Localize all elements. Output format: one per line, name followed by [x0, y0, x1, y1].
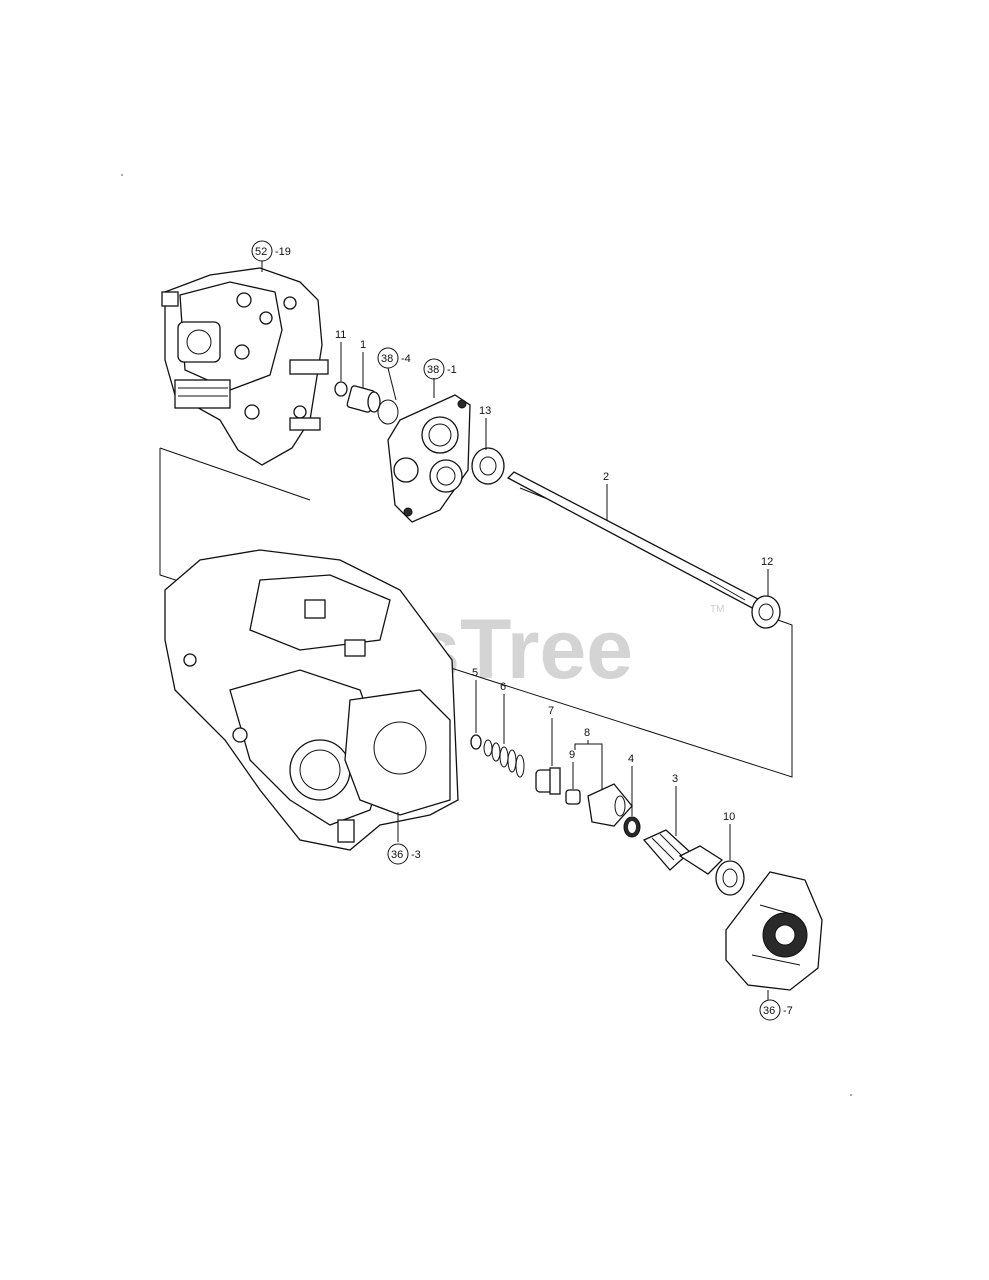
- part-11-shape: [334, 381, 348, 397]
- bearing-13: [471, 447, 505, 485]
- ring-4: [623, 816, 641, 838]
- callout-c52-suffix: -19: [275, 246, 291, 258]
- callout-c8-ref: 8: [584, 727, 590, 739]
- scan-speck: [850, 1094, 852, 1096]
- input-shaft: [506, 471, 761, 611]
- coupler-8: [587, 783, 633, 827]
- bracket-8: [574, 743, 603, 790]
- callout-c11-ref: 11: [335, 329, 346, 341]
- callout-c52-ref: 52: [255, 246, 267, 258]
- callout-c3-ref: 3: [672, 773, 678, 785]
- callout-c36a-ref: 36: [391, 849, 403, 861]
- bushing-9: [565, 789, 581, 805]
- callout-c1-ref: 1: [360, 339, 366, 351]
- part-38-4-snap-ring: [377, 399, 399, 425]
- washer-5: [470, 734, 482, 750]
- callout-c12-ref: 12: [761, 556, 773, 568]
- shifter-7: [535, 767, 561, 795]
- callout-c10-ref: 10: [723, 811, 735, 823]
- callout-c36b-ref: 36: [763, 1005, 775, 1017]
- end-cover: [725, 871, 823, 991]
- callout-c38a-suffix: -4: [401, 353, 411, 365]
- bearing-10: [715, 860, 745, 896]
- callout-labels: 52 -19 11 1 38 -4 38 -1 13 2 12 5 6 7 8 …: [251, 240, 793, 1021]
- callout-c5-ref: 5: [472, 667, 478, 679]
- callout-c13-ref: 13: [479, 405, 491, 417]
- bevel-gear-shaft: [642, 829, 724, 875]
- callout-c38b-suffix: -1: [447, 364, 457, 376]
- callout-c7-ref: 7: [548, 705, 554, 717]
- callout-c38a-ref: 38: [381, 353, 393, 365]
- callout-c38b-ref: 38: [427, 364, 439, 376]
- scan-speck: [121, 174, 123, 176]
- cover-plate: [387, 394, 471, 523]
- alignment-lines: [159, 447, 793, 778]
- callout-c36a-suffix: -3: [411, 849, 421, 861]
- hydraulic-pump-assembly: [161, 267, 329, 466]
- callout-c36b-suffix: -7: [783, 1005, 793, 1017]
- bearing-12: [751, 595, 781, 629]
- callout-c4-ref: 4: [628, 753, 634, 765]
- watermark-trademark: TM: [710, 604, 724, 615]
- part-1-collar: [346, 385, 381, 413]
- callout-c2-ref: 2: [603, 471, 609, 483]
- callout-c6-ref: 6: [500, 681, 506, 693]
- transmission-housing: [164, 549, 459, 851]
- callout-c9-ref: 9: [569, 749, 575, 761]
- spring-6: [483, 739, 525, 778]
